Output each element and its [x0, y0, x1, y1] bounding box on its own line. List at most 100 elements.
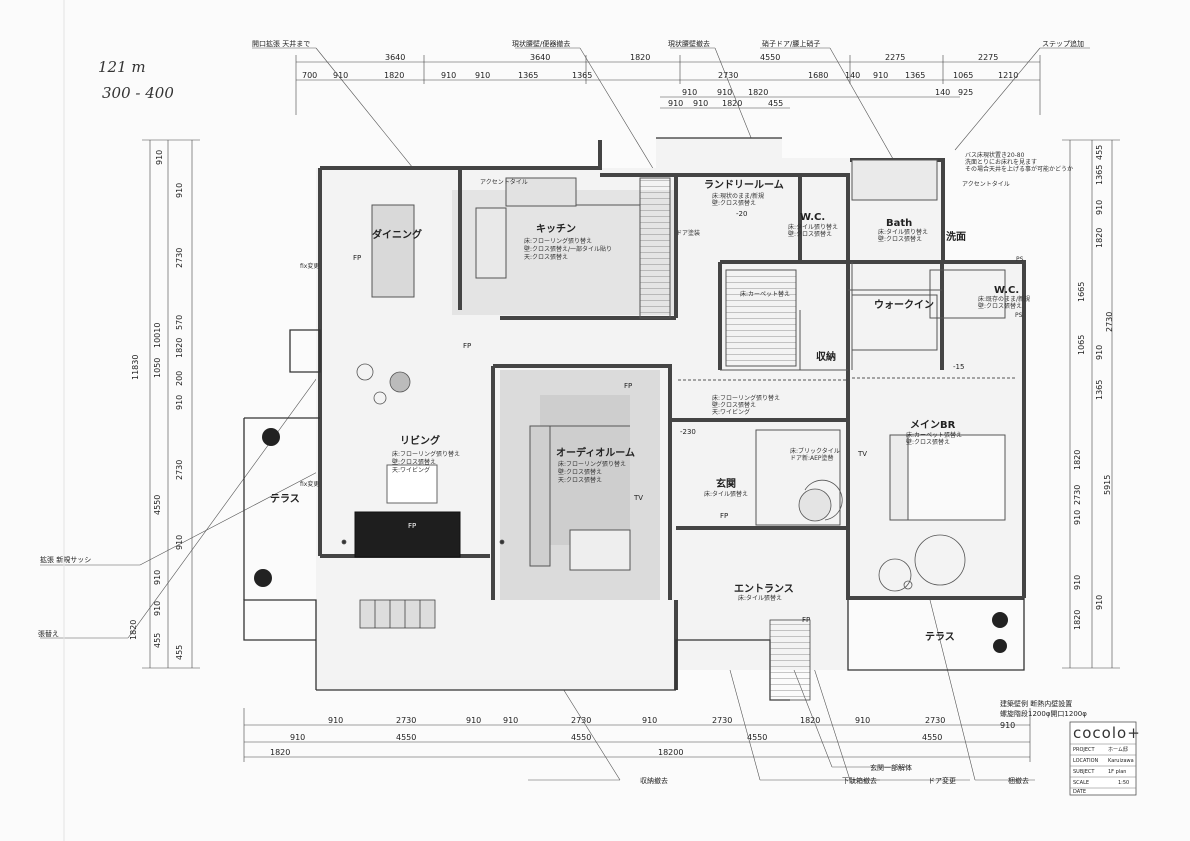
svg-text:4550: 4550	[396, 733, 416, 742]
annotation-opening: 開口拡張 天井まで	[252, 39, 310, 48]
svg-text:4550: 4550	[153, 495, 162, 515]
svg-text:910: 910	[1095, 595, 1104, 610]
accent-tile-label-2: アクセントタイル	[962, 180, 1010, 188]
svg-text:910: 910	[1073, 510, 1082, 525]
room-wc1: W.C.	[800, 212, 825, 223]
svg-text:ドア新:AEP塗替: ドア新:AEP塗替	[790, 454, 834, 462]
svg-text:910: 910	[717, 88, 732, 97]
annotation-sash: 拡張 新規サッシ	[40, 555, 91, 564]
svg-text:1:50: 1:50	[1118, 780, 1129, 786]
room-entrance: エントランス	[734, 583, 794, 595]
room-dining: ダイニング	[372, 228, 422, 241]
accent-tile-label: アクセントタイル	[480, 178, 528, 186]
svg-text:910: 910	[441, 71, 456, 80]
svg-text:床:タイル張替え: 床:タイル張替え	[704, 490, 748, 498]
svg-text:床:フローリング張り替え: 床:フローリング張り替え	[712, 394, 780, 402]
svg-text:1820: 1820	[630, 53, 650, 62]
tv-label-br: TV	[857, 450, 867, 458]
room-living: リビング	[400, 434, 440, 447]
svg-text:壁:クロス張替え: 壁:クロス張替え	[906, 438, 950, 446]
fix-change-label: fix変更	[300, 262, 319, 270]
svg-text:2730: 2730	[925, 716, 945, 725]
top-dimension-labels: 3640 3640 1820 4550 2275 2275 700 910 18…	[302, 53, 1018, 108]
ps-label: PS	[1015, 312, 1023, 319]
svg-text:3640: 3640	[385, 53, 405, 62]
svg-text:910: 910	[175, 395, 184, 410]
svg-text:2730: 2730	[396, 716, 416, 725]
svg-text:3640: 3640	[530, 53, 550, 62]
svg-text:2275: 2275	[885, 53, 905, 62]
svg-text:910: 910	[153, 601, 162, 616]
svg-text:455: 455	[1095, 145, 1104, 160]
annotation-glass-door: 硝子ドア/腰上硝子	[762, 39, 820, 48]
fp-label-entrance: FP	[802, 616, 810, 624]
svg-text:1665: 1665	[1077, 282, 1086, 302]
svg-text:壁:クロス張替え: 壁:クロス張替え	[878, 235, 922, 243]
svg-text:1210: 1210	[998, 71, 1018, 80]
svg-text:910: 910	[1095, 200, 1104, 215]
annotation-replace: 張替え	[38, 629, 59, 638]
note-wall: 建築壁例 断熱内壁設置	[1000, 699, 1072, 708]
right-dimension-labels: 455 1365 910 1820 1665 2730 1065 910 136…	[1073, 145, 1114, 630]
annotation-door-change: ドア変更	[928, 776, 956, 785]
handwriting-line1: 121 m	[98, 58, 146, 76]
svg-text:1680: 1680	[808, 71, 828, 80]
svg-text:1820: 1820	[800, 716, 820, 725]
svg-text:壁:クロス張替え: 壁:クロス張替え	[978, 302, 1022, 310]
svg-text:壁:クロス張替え: 壁:クロス張替え	[558, 468, 602, 476]
svg-text:200: 200	[175, 371, 184, 386]
svg-text:1050: 1050	[153, 358, 162, 378]
svg-text:その場合天井を上げる事が可能かどうか: その場合天井を上げる事が可能かどうか	[965, 165, 1073, 173]
svg-text:925: 925	[958, 88, 973, 97]
svg-text:1065: 1065	[953, 71, 973, 80]
svg-text:床:タイル張り替え: 床:タイル張り替え	[788, 223, 838, 231]
svg-text:910: 910	[693, 99, 708, 108]
svg-text:床:既存のまま/新規: 床:既存のまま/新規	[978, 295, 1030, 303]
svg-text:天:ワイビング: 天:ワイビング	[712, 408, 750, 416]
svg-text:1820: 1820	[1073, 610, 1082, 630]
level-minus20: -20	[736, 210, 747, 218]
svg-text:天:ワイビング: 天:ワイビング	[392, 466, 430, 474]
room-labels: ダイニング キッチン ランドリールーム W.C. Bath 洗面 W.C. ウォ…	[270, 179, 1019, 643]
svg-text:床:フローリング張り替え: 床:フローリング張り替え	[524, 237, 592, 245]
door-paint-label: ドア塗装	[676, 229, 700, 237]
svg-text:570: 570	[175, 315, 184, 330]
svg-text:2730: 2730	[175, 248, 184, 268]
svg-text:140: 140	[845, 71, 860, 80]
room-walkin: ウォークイン	[874, 299, 934, 311]
svg-text:4550: 4550	[922, 733, 942, 742]
fp-label-living: FP	[463, 342, 471, 350]
title-block: cocolo+ PROJECT ホーム邸 LOCATION Karuizawa …	[1069, 721, 1140, 796]
svg-text:2730: 2730	[571, 716, 591, 725]
bottom-dimensions	[243, 708, 1031, 762]
svg-text:910: 910	[642, 716, 657, 725]
svg-text:1065: 1065	[1077, 335, 1086, 355]
svg-text:2730: 2730	[1073, 485, 1082, 505]
svg-text:700: 700	[302, 71, 317, 80]
svg-text:床:タイル張り替え: 床:タイル張り替え	[878, 228, 928, 236]
svg-text:910: 910	[1073, 575, 1082, 590]
bottom-dimension-labels: 910 2730 910 910 2730 910 2730 1820 910 …	[270, 716, 1015, 757]
svg-text:5915: 5915	[1103, 475, 1112, 495]
svg-text:壁:クロス張替え: 壁:クロス張替え	[712, 199, 756, 207]
svg-text:910: 910	[503, 716, 518, 725]
svg-text:4550: 4550	[760, 53, 780, 62]
svg-text:910: 910	[328, 716, 343, 725]
svg-text:910: 910	[466, 716, 481, 725]
svg-text:910: 910	[873, 71, 888, 80]
left-dimension-labels: 910 910 2730 570 1820 1050 200 910 2730 …	[129, 150, 184, 660]
svg-text:910: 910	[153, 570, 162, 585]
level-minus15: -15	[953, 363, 964, 371]
svg-text:455: 455	[768, 99, 783, 108]
fp-label-genkan: FP	[720, 512, 728, 520]
fp-label-hearth: FP	[408, 522, 416, 530]
svg-text:910: 910	[475, 71, 490, 80]
room-audio: オーディオルーム	[556, 446, 635, 459]
note-spiral: 螺旋階段1200φ開口1200φ	[1000, 709, 1087, 718]
svg-text:Karuizawa: Karuizawa	[1108, 758, 1134, 764]
annotation-remove-shoe: 下駄箱撤去	[842, 776, 877, 785]
svg-text:4550: 4550	[747, 733, 767, 742]
fp-label-audio: FP	[624, 382, 632, 390]
svg-text:1820: 1820	[129, 620, 138, 640]
